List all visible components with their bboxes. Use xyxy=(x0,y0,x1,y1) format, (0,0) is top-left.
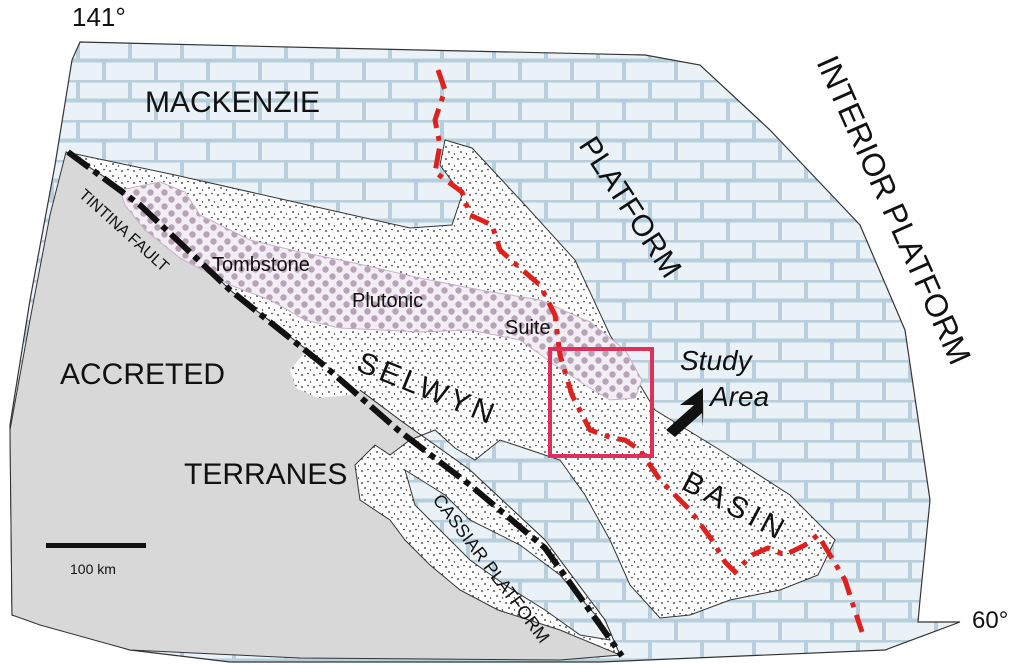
platform-inlet xyxy=(290,325,395,398)
cassiar-platform-strip xyxy=(404,468,611,641)
study-area-arrow xyxy=(666,388,703,437)
mackenzie-label: MACKENZIE xyxy=(145,86,320,119)
longitude-label: 141° xyxy=(72,2,126,32)
latitude-label: 60° xyxy=(972,607,1008,634)
accreted-label: ACCRETED xyxy=(60,358,225,391)
tombstone-plutonic-suite xyxy=(119,181,643,401)
red-boundary-line xyxy=(432,69,865,633)
terranes-label: TERRANES xyxy=(184,458,347,491)
tintina-fault-line xyxy=(66,149,625,658)
study-area-box xyxy=(548,347,654,458)
scale-bar-label: 100 km xyxy=(70,561,116,577)
tombstone-label: Tombstone xyxy=(212,254,310,276)
plutonic-label: Plutonic xyxy=(352,290,423,312)
area-label: Area xyxy=(708,381,769,412)
study-label: Study xyxy=(680,345,754,376)
suite-label: Suite xyxy=(505,317,551,339)
scale-bar xyxy=(46,543,146,548)
